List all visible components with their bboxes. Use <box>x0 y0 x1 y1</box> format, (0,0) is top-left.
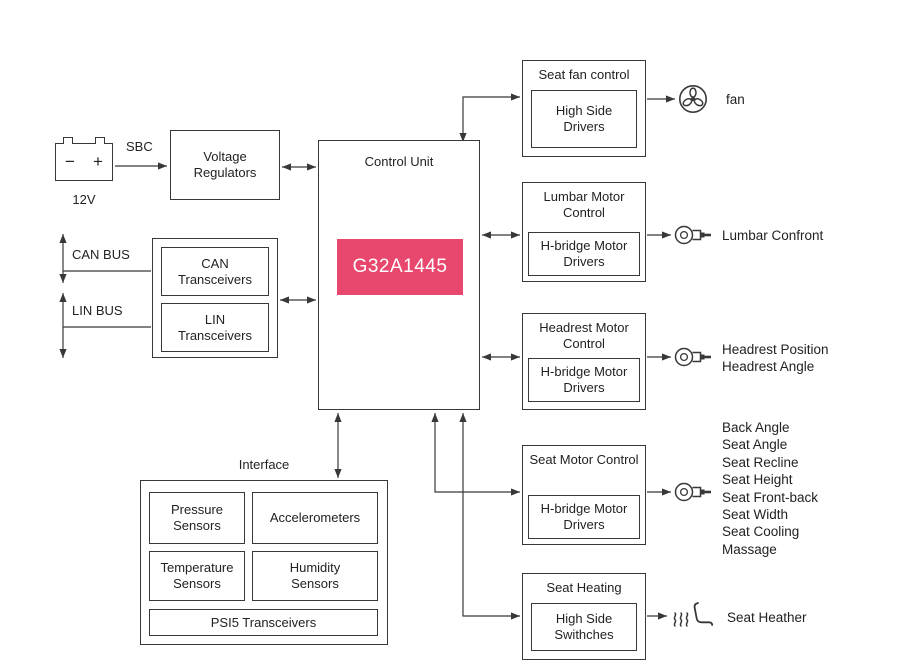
control-unit-title: Control Unit <box>364 154 434 169</box>
high-side-drivers-label: High Side Drivers <box>555 103 613 134</box>
battery-terminal-pos <box>95 137 105 144</box>
seat-heating-output-label: Seat Heather <box>727 610 807 625</box>
battery-voltage-label: 12V <box>72 192 96 207</box>
sbc-label: SBC <box>126 139 153 154</box>
output-item: Seat Width <box>722 507 789 523</box>
output-item: Headrest Position <box>722 342 829 357</box>
output-item: Seat Front-back <box>722 489 819 505</box>
battery-minus-sign: − <box>65 152 75 171</box>
seat-hbridge-drivers-label: H-bridge Motor Drivers <box>540 501 628 532</box>
fan-output-label: fan <box>726 92 745 107</box>
lumbar-output-label: Lumbar Confront <box>722 228 824 243</box>
seat-heating-title: Seat Heating <box>546 580 622 595</box>
high-side-drivers-box: High Side Drivers <box>531 90 637 148</box>
output-item: Seat Angle <box>722 437 788 453</box>
headrest-motor-control-title: Headrest Motor Control <box>539 320 629 352</box>
lumbar-hbridge-drivers-label: H-bridge Motor Drivers <box>540 238 628 269</box>
high-side-switches-box: High Side Swithches <box>531 603 637 651</box>
fan-icon <box>679 85 707 113</box>
output-item: Seat Recline <box>722 454 799 470</box>
can-transceivers-label: CAN Transceivers <box>178 255 252 287</box>
headrest-hbridge-drivers-box: H-bridge Motor Drivers <box>528 358 640 402</box>
seat-motor-output-list: Back Angle Seat Angle Seat Recline Seat … <box>722 419 818 558</box>
battery-icon: − + <box>55 137 113 181</box>
output-item: Seat Height <box>722 472 793 488</box>
output-item: Back Angle <box>722 420 790 435</box>
output-item: Seat Cooling <box>722 524 800 540</box>
seat-fan-control-title: Seat fan control <box>538 67 630 82</box>
battery-terminal-neg <box>63 137 73 144</box>
motor-icon <box>674 347 711 367</box>
lin-bus-label: LIN BUS <box>72 303 123 318</box>
lin-transceivers-label: LIN Transceivers <box>178 311 252 343</box>
temperature-sensors-box: Temperature Sensors <box>149 551 245 601</box>
lumbar-hbridge-drivers-box: H-bridge Motor Drivers <box>528 232 640 276</box>
output-item: Headrest Angle <box>722 359 815 375</box>
seat-hbridge-drivers-box: H-bridge Motor Drivers <box>528 495 640 539</box>
lin-transceivers-box: LIN Transceivers <box>161 303 269 352</box>
motor-icon <box>674 482 711 502</box>
temperature-sensors-label: Temperature Sensors <box>160 560 234 591</box>
seat-motor-control-title: Seat Motor Control <box>529 452 639 467</box>
interface-title: Interface <box>238 457 290 472</box>
voltage-regulators-box: Voltage Regulators <box>170 130 280 200</box>
headrest-hbridge-drivers-label: H-bridge Motor Drivers <box>540 364 628 395</box>
high-side-switches-label: High Side Swithches <box>554 611 614 642</box>
battery-plus-sign: + <box>93 152 103 171</box>
psi5-transceivers-box: PSI5 Transceivers <box>149 609 378 636</box>
lumbar-motor-control-title: Lumbar Motor Control <box>543 189 625 221</box>
seat-heat-icon <box>673 602 714 627</box>
psi5-transceivers-label: PSI5 Transceivers <box>210 614 317 630</box>
pressure-sensors-box: Pressure Sensors <box>149 492 245 544</box>
humidity-sensors-label: Humidity Sensors <box>289 560 341 591</box>
accelerometers-box: Accelerometers <box>252 492 378 544</box>
humidity-sensors-box: Humidity Sensors <box>252 551 378 601</box>
output-item: Massage <box>722 541 777 557</box>
can-transceivers-box: CAN Transceivers <box>161 247 269 296</box>
chip-badge: G32A1445 <box>337 239 463 295</box>
voltage-regulators-label: Voltage Regulators <box>193 149 257 180</box>
can-bus-label: CAN BUS <box>72 247 130 262</box>
accelerometers-label: Accelerometers <box>269 510 361 526</box>
pressure-sensors-label: Pressure Sensors <box>170 502 224 533</box>
motor-icon <box>674 225 711 245</box>
headrest-output-list: Headrest Position Headrest Angle <box>722 341 829 376</box>
